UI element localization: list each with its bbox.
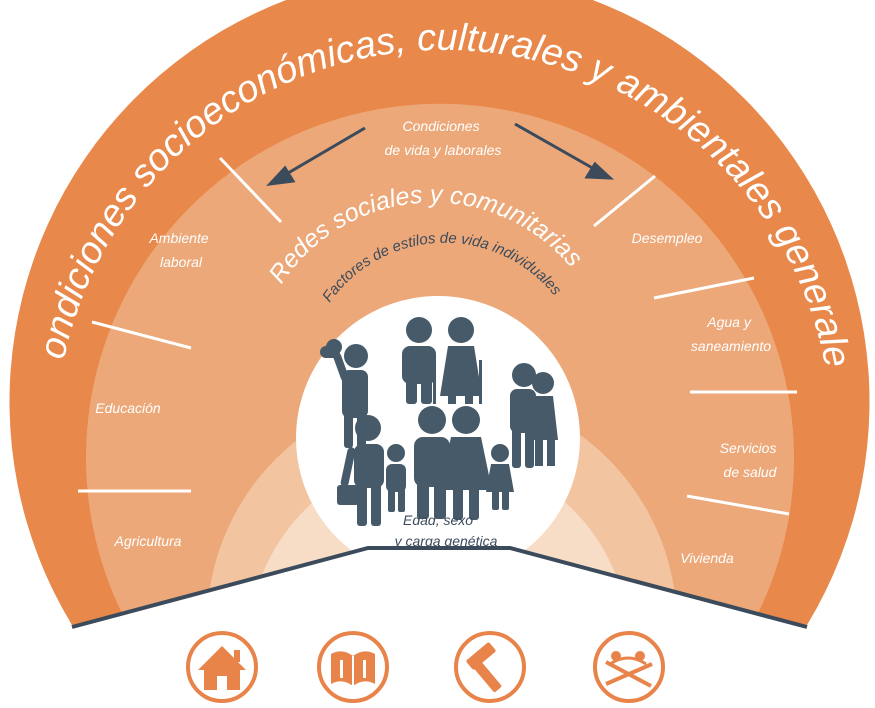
couple-figure — [510, 363, 558, 468]
segment-label-desempleo: Desempleo — [632, 230, 703, 246]
child-figure-right — [486, 444, 514, 510]
book-icon — [317, 631, 389, 703]
segment-label-ambiente-laboral: Ambiente laboral — [148, 230, 212, 270]
man-with-briefcase-figure — [337, 415, 384, 526]
hammer-icon — [454, 631, 526, 703]
arrow-left — [266, 126, 366, 187]
child-figure-left — [386, 444, 406, 512]
arrow-right — [514, 122, 614, 180]
segment-label-servicios-salud: Servicios de salud — [720, 440, 781, 480]
house-icon — [186, 631, 258, 703]
farming-icon — [593, 631, 665, 703]
segment-dividers — [78, 156, 797, 516]
people-illustration — [320, 317, 558, 526]
bottom-icons — [186, 631, 665, 703]
segment-label-educacion: Educación — [95, 400, 161, 416]
elderly-man-figure — [402, 317, 436, 404]
elderly-woman-figure — [440, 317, 482, 404]
man-center-figure — [414, 406, 450, 519]
base-line — [71, 546, 808, 629]
segment-label-vivienda: Vivienda — [680, 550, 734, 566]
segment-label-agricultura: Agricultura — [114, 533, 182, 549]
woman-center-figure — [440, 406, 492, 520]
segment-label-agua-saneamiento: Agua y saneamiento — [691, 314, 771, 354]
living-conditions-title: Condiciones de vida y laborales — [385, 118, 502, 158]
core-label: Edad, sexo y carga genética — [394, 512, 498, 549]
